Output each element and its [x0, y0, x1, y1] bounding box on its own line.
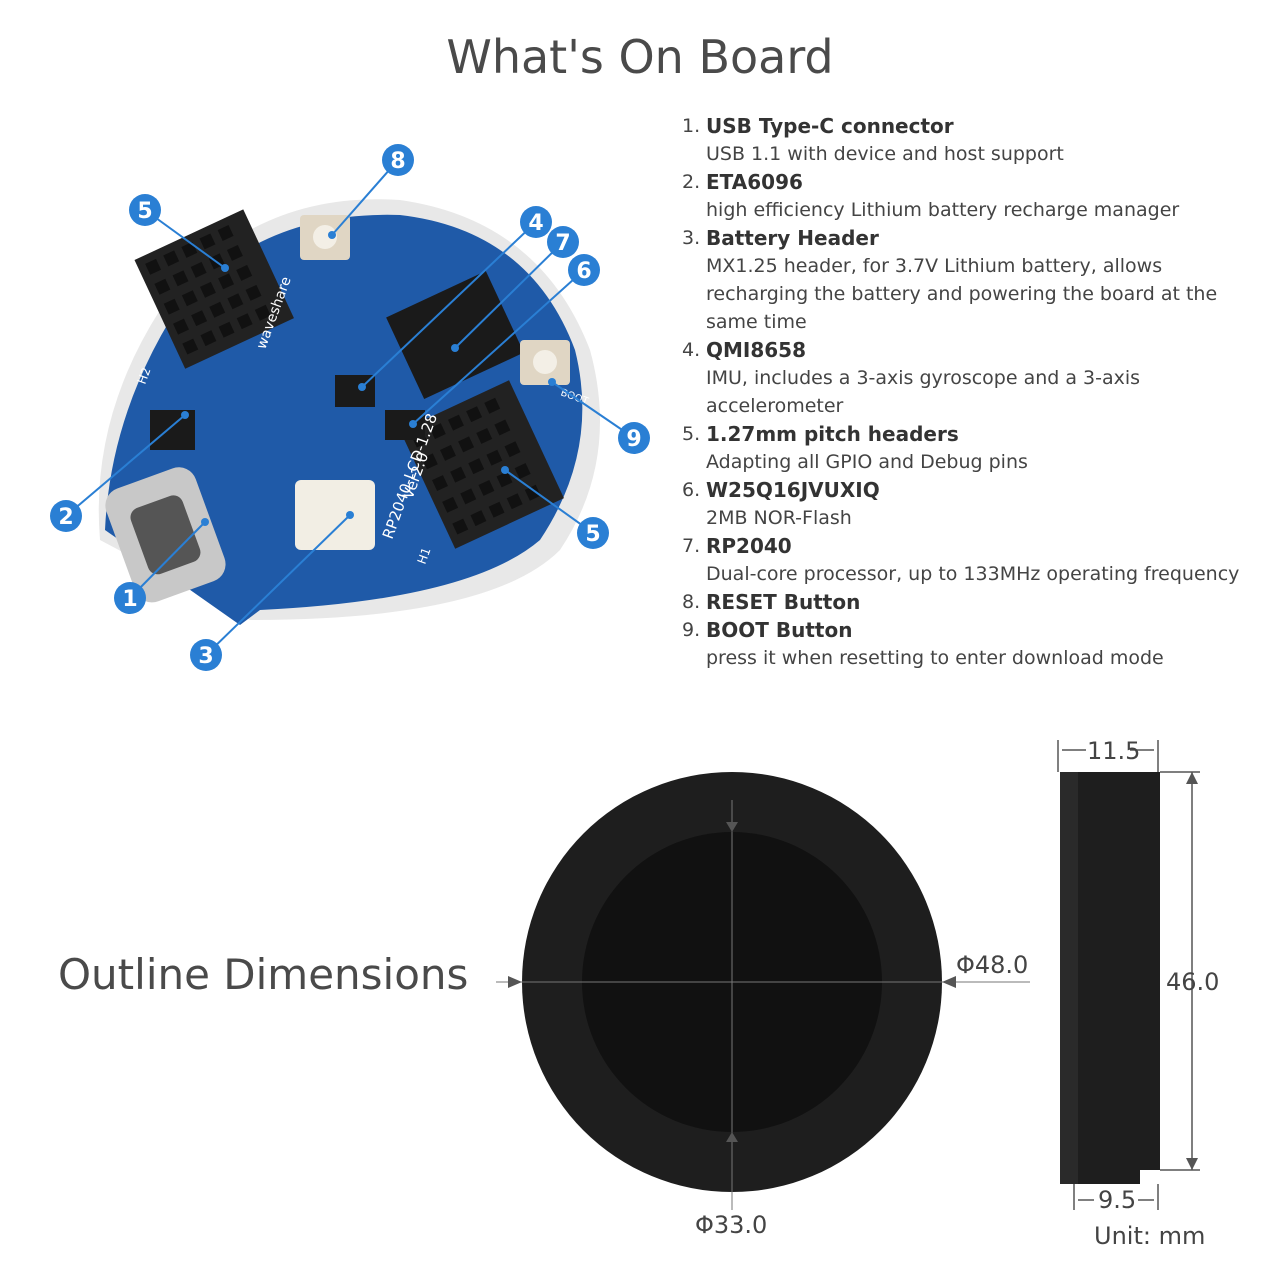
component-number: 1. [682, 115, 701, 137]
svg-text:3: 3 [198, 644, 213, 669]
component-number: 9. [682, 619, 701, 641]
depth-bottom-label: 9.5 [1098, 1186, 1136, 1214]
depth-top-label: 11.5 [1087, 737, 1140, 765]
rp2040-chip [386, 270, 524, 400]
svg-text:7: 7 [555, 231, 570, 256]
svg-text:1: 1 [122, 587, 137, 612]
component-desc: MX1.25 header, for 3.7V Lithium battery,… [706, 255, 1218, 333]
component-desc: press it when resetting to enter downloa… [706, 647, 1164, 669]
callout-3: 3 [190, 639, 222, 671]
flash-chip [385, 410, 425, 440]
component-number: 8. [682, 591, 701, 613]
component-item: 8.RESET Button [682, 588, 1262, 616]
component-name: ETA6096 [706, 170, 803, 194]
component-number: 3. [682, 227, 701, 249]
component-desc: Dual-core processor, up to 133MHz operat… [706, 563, 1240, 585]
outer-diameter-label: Φ48.0 [956, 951, 1028, 979]
svg-text:5: 5 [137, 199, 152, 224]
component-desc: IMU, includes a 3-axis gyroscope and a 3… [706, 367, 1141, 417]
height-label: 46.0 [1166, 968, 1219, 996]
callout-2: 2 [50, 500, 82, 532]
component-number: 2. [682, 171, 701, 193]
component-desc: Adapting all GPIO and Debug pins [706, 451, 1028, 473]
callout-4: 4 [520, 206, 552, 238]
unit-label: Unit: mm [1094, 1222, 1206, 1250]
component-name: 1.27mm pitch headers [706, 422, 959, 446]
callout-7: 7 [547, 226, 579, 258]
component-item: 9.BOOT Button press it when resetting to … [682, 616, 1262, 672]
callout-6: 6 [568, 254, 600, 286]
svg-text:4: 4 [528, 211, 543, 236]
header-right [400, 380, 564, 549]
component-number: 6. [682, 479, 701, 501]
board-h2-label: H2 [135, 366, 154, 386]
header-left [134, 209, 294, 369]
board-h1-label: H1 [415, 546, 434, 566]
callout-9: 9 [618, 422, 650, 454]
component-number: 7. [682, 535, 701, 557]
callout-8: 8 [382, 144, 414, 176]
svg-text:2: 2 [58, 505, 73, 530]
inner-diameter-label: Φ33.0 [695, 1211, 767, 1239]
component-name: W25Q16JVUXIQ [706, 478, 880, 502]
component-name: RESET Button [706, 590, 861, 614]
component-item: 6.W25Q16JVUXIQ 2MB NOR-Flash [682, 476, 1262, 532]
outline-title: Outline Dimensions [58, 950, 469, 999]
component-name: QMI8658 [706, 338, 807, 362]
svg-text:8: 8 [390, 149, 405, 174]
component-name: USB Type-C connector [706, 114, 954, 138]
component-desc: USB 1.1 with device and host support [706, 143, 1064, 165]
dimension-drawing: Φ48.0 Φ33.0 46.0 11.5 9.5 [496, 737, 1219, 1239]
component-desc: high efficiency Lithium battery recharge… [706, 199, 1180, 221]
svg-text:5: 5 [585, 522, 600, 547]
svg-text:6: 6 [576, 259, 591, 284]
component-number: 5. [682, 423, 701, 445]
callout-1: 1 [114, 582, 146, 614]
component-item: 2.ETA6096 high efficiency Lithium battery… [682, 168, 1262, 224]
board-illustration: waveshare RP2040-LCD-1.28 Ver2.0 BOOT H1… [50, 144, 650, 671]
callout-5-left: 5 [129, 194, 161, 226]
component-name: BOOT Button [706, 618, 853, 642]
component-number: 4. [682, 339, 701, 361]
component-name: Battery Header [706, 226, 879, 250]
svg-text:9: 9 [626, 427, 641, 452]
component-name: RP2040 [706, 534, 792, 558]
page-title: What's On Board [446, 30, 834, 84]
battery-header-part [295, 480, 375, 550]
component-desc: 2MB NOR-Flash [706, 507, 852, 529]
callout-5-right: 5 [577, 517, 609, 549]
